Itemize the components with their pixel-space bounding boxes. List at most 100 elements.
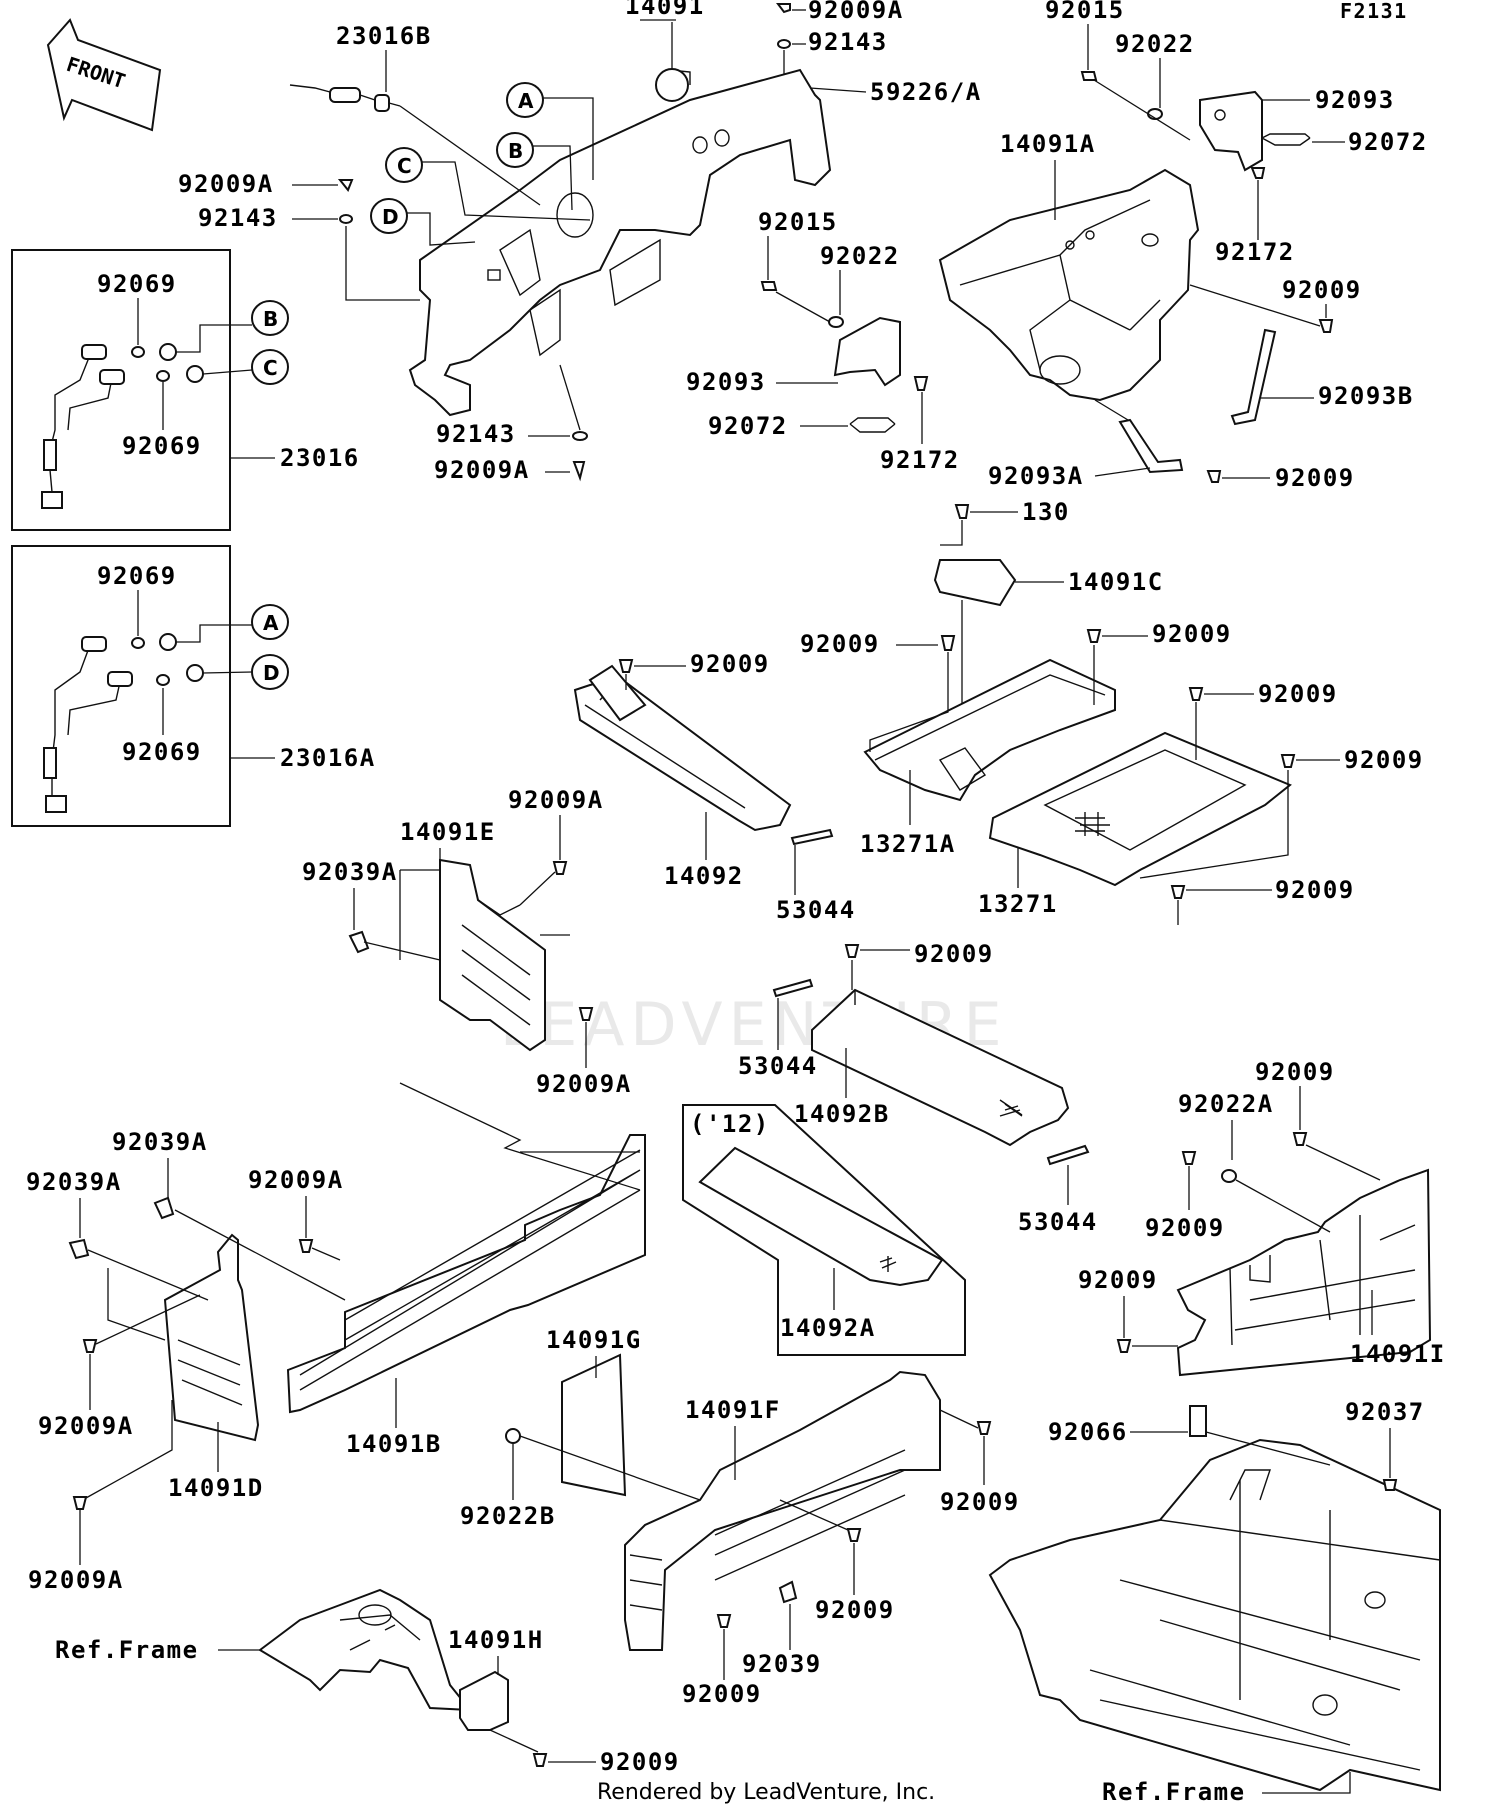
bolt-icon-f2 <box>846 1528 862 1542</box>
washer-icon-3 <box>572 431 588 441</box>
svg-text:D: D <box>382 205 399 229</box>
label-92039A-e: 92039A <box>302 858 398 886</box>
label-92009A-bottom: 92009A <box>434 456 530 484</box>
ref-frame-right-part[interactable] <box>988 1438 1441 1792</box>
floor-13271-part[interactable] <box>988 731 1292 887</box>
label-92143-bottom: 92143 <box>436 420 516 448</box>
bolt-icon-5 <box>1318 319 1334 333</box>
label-92072-b: 92072 <box>708 412 788 440</box>
svg-text:A: A <box>263 611 279 635</box>
bracket-92093-b-part[interactable] <box>833 316 901 387</box>
label-92143-top: 92143 <box>808 28 888 56</box>
guard-14091E-part[interactable] <box>439 858 546 1052</box>
washer-icon-2 <box>339 214 353 224</box>
label-14091G: 14091G <box>546 1326 642 1354</box>
fastener-92009A-top <box>776 3 791 14</box>
front-arrow-icon: FRONT <box>46 18 162 132</box>
label-92039A-1: 92039A <box>26 1168 122 1196</box>
label-92009-i2: 92009 <box>1145 1214 1225 1242</box>
nut-icon <box>1080 71 1098 81</box>
washer-icon <box>777 39 791 49</box>
rivet-icon-d1 <box>153 1196 175 1220</box>
cover-14091C-part[interactable] <box>933 559 1017 607</box>
strip-53044-a[interactable] <box>790 828 834 846</box>
bracket-92093-a-part[interactable] <box>1199 90 1263 172</box>
label-13271: 13271 <box>978 890 1058 918</box>
panel-14092A-part[interactable] <box>698 1146 944 1287</box>
harness-23016A-part[interactable] <box>43 636 133 813</box>
clamp-92072-b[interactable] <box>849 417 896 433</box>
bolt-icon-m6 <box>618 659 634 673</box>
guard-14091D-part[interactable] <box>163 1233 260 1442</box>
svg-text:A: A <box>518 89 534 113</box>
guard-14091F-part[interactable] <box>624 1370 941 1651</box>
ref-frame-left-part[interactable] <box>258 1588 473 1712</box>
svg-text:D: D <box>263 661 280 685</box>
panel-14092B-part[interactable] <box>811 988 1070 1147</box>
label-92143-left: 92143 <box>198 204 278 232</box>
label-92022B: 92022B <box>460 1502 556 1530</box>
cap-icon-4 <box>156 674 170 686</box>
guard-14091I-part[interactable] <box>1176 1168 1432 1377</box>
label-53044-b: 53044 <box>738 1052 818 1080</box>
label-14091I: 14091I <box>1350 1340 1446 1368</box>
bolt-icon-e1 <box>552 861 568 875</box>
diagram-code: F2131 <box>1340 0 1408 23</box>
guard-14091H-part[interactable] <box>459 1670 509 1731</box>
label-14091A: 14091A <box>1000 130 1096 158</box>
svg-text:C: C <box>397 154 412 178</box>
label-53044-a: 53044 <box>776 896 856 924</box>
guard-14091B-part[interactable] <box>286 1134 646 1414</box>
label-92069-2: 92069 <box>122 432 202 460</box>
bulb-icon-3 <box>159 633 177 651</box>
dashboard-panel-part[interactable] <box>408 68 832 417</box>
label-14091E: 14091E <box>400 818 496 846</box>
tray-14091A-part[interactable] <box>938 168 1200 402</box>
label-92172-a: 92172 <box>1215 238 1295 266</box>
harness-23016B-part[interactable] <box>289 84 401 112</box>
set-note: ('12) <box>690 1110 770 1138</box>
label-92039A-2: 92039A <box>112 1128 208 1156</box>
bolt-icon-m3 <box>1188 687 1204 701</box>
nut-icon-r <box>1382 1479 1398 1491</box>
washer-icon-g <box>505 1428 521 1444</box>
label-92009-f3: 92009 <box>682 1680 762 1708</box>
callout-A-box: A <box>251 604 289 640</box>
pad-92066-part[interactable] <box>1189 1405 1207 1437</box>
bulb-icon-2 <box>186 365 204 383</box>
clamp-92072-a[interactable] <box>1261 133 1311 146</box>
callout-D-box: D <box>251 654 289 690</box>
bulb-icon-4 <box>186 664 204 682</box>
guard-14091G-part[interactable] <box>561 1353 627 1497</box>
bolt-icon-d1 <box>298 1239 314 1253</box>
bolt-icon-f1 <box>976 1421 992 1435</box>
bolt-icon-d3 <box>72 1496 88 1510</box>
label-92093B: 92093B <box>1318 382 1414 410</box>
label-92069-4: 92069 <box>122 738 202 766</box>
bolt-icon-i2 <box>1181 1151 1197 1165</box>
label-92009-m2: 92009 <box>1152 620 1232 648</box>
bolt-icon-m1 <box>940 635 956 651</box>
washer-icon-5 <box>828 316 844 328</box>
bolt-icon-m5 <box>1170 885 1186 899</box>
strip-53044-c[interactable] <box>1046 1144 1090 1166</box>
label-92009A-e: 92009A <box>508 786 604 814</box>
stay-92093A-part[interactable] <box>1118 418 1184 474</box>
svg-text:B: B <box>263 307 278 331</box>
harness-23016-part[interactable] <box>41 344 125 509</box>
nut-icon-2 <box>760 281 778 291</box>
label-92015-a: 92015 <box>1045 0 1125 24</box>
label-59226A: 59226/A <box>870 78 982 106</box>
label-92009-m4: 92009 <box>1344 746 1424 774</box>
label-14091F: 14091F <box>685 1396 781 1424</box>
panel-14092-part[interactable] <box>573 664 792 832</box>
label-53044-c: 53044 <box>1018 1208 1098 1236</box>
label-92093-a: 92093 <box>1315 86 1395 114</box>
stay-92093B-part[interactable] <box>1230 328 1277 426</box>
bolt-icon-2 <box>572 461 586 482</box>
bolt-icon-6 <box>1206 470 1222 483</box>
label-92022-b: 92022 <box>820 242 900 270</box>
strip-53044-b[interactable] <box>772 978 814 998</box>
label-23016A: 23016A <box>280 744 376 772</box>
label-92009-r1: 92009 <box>1282 276 1362 304</box>
